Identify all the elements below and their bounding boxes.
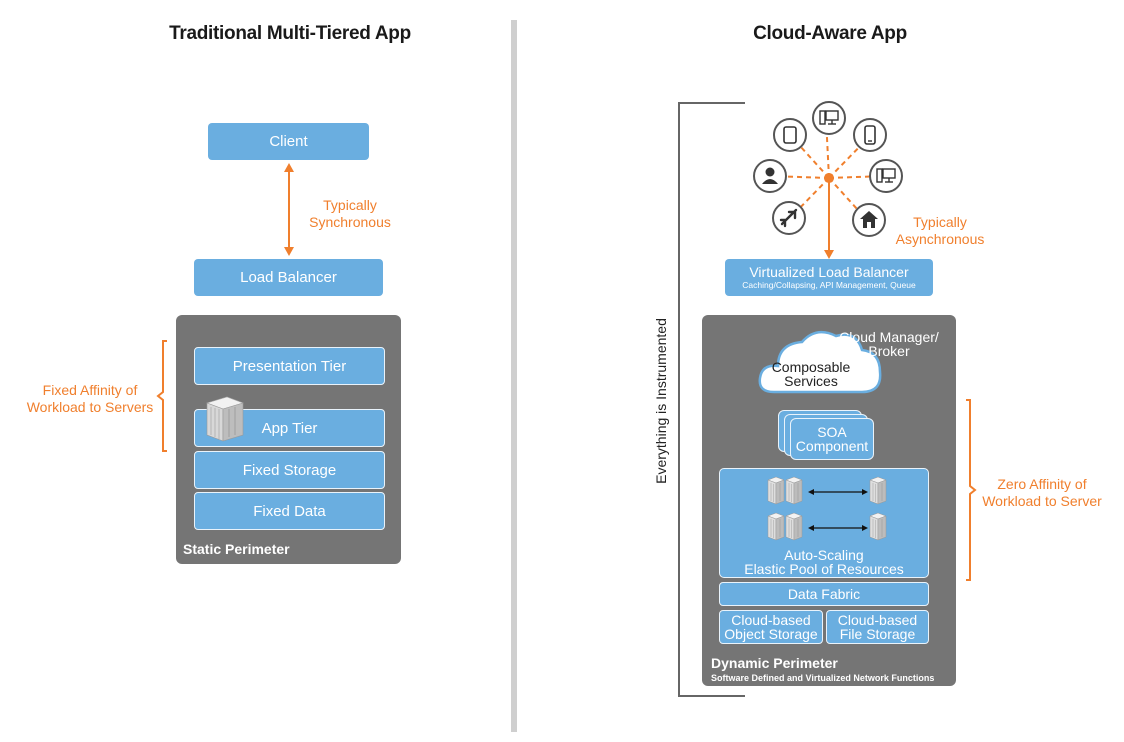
object-storage: Cloud-based Object Storage [719,610,823,644]
server-pool-icons [767,476,887,541]
auto-scaling-pool [719,468,929,578]
virtualized-load-balancer: Virtualized Load Balancer Caching/Collap… [725,259,933,296]
tablet-icon [773,118,807,152]
server-rack-icon [206,396,244,442]
instrumented-label: Everything is Instrumented [653,318,669,484]
desktop-icon [812,101,846,135]
desktop-icon [869,159,903,193]
user-icon [753,159,787,193]
soa-component: SOA Component [790,418,874,460]
fixed-storage: Fixed Storage [194,451,385,489]
left-title: Traditional Multi-Tiered App [169,23,411,44]
vlb-title: Virtualized Load Balancer [749,263,909,280]
device-hub [769,117,886,221]
data-fabric: Data Fabric [719,582,929,606]
instrumented-bracket [678,102,745,697]
phone-icon [853,118,887,152]
file-storage: Cloud-based File Storage [826,610,929,644]
home-icon [852,203,886,237]
presentation-tier: Presentation Tier [194,347,385,385]
dynamic-perimeter-label: Dynamic Perimeter [711,655,838,671]
composable-services: Composable Services [771,359,851,389]
sync-label: Typically Synchronous [309,197,391,230]
fixed-affinity-bracket [156,340,167,452]
cloud-manager-label: Cloud Manager/ Broker [839,329,939,359]
load-balancer-box: Load Balancer [194,259,383,296]
fixed-affinity-label: Fixed Affinity of Workload to Servers [26,382,154,415]
client-box: Client [208,123,369,160]
dynamic-perimeter-subtitle: Software Defined and Virtualized Network… [711,673,935,683]
async-arrow [824,180,834,259]
zero-affinity-label: Zero Affinity of Workload to Server [982,476,1102,509]
fixed-data: Fixed Data [194,492,385,530]
zero-affinity-bracket [966,399,977,581]
soa-label: SOA Component [795,424,869,454]
cloud-icon [758,330,882,394]
auto-scaling-label: Auto-Scaling Elastic Pool of Resources [744,547,904,577]
right-title: Cloud-Aware App [753,23,907,44]
plane-icon [772,201,806,235]
async-label: Typically Asynchronous [895,214,985,247]
center-divider [511,20,517,732]
vlb-subtitle: Caching/Collapsing, API Management, Queu… [742,279,916,290]
static-perimeter-label: Static Perimeter [183,541,290,557]
